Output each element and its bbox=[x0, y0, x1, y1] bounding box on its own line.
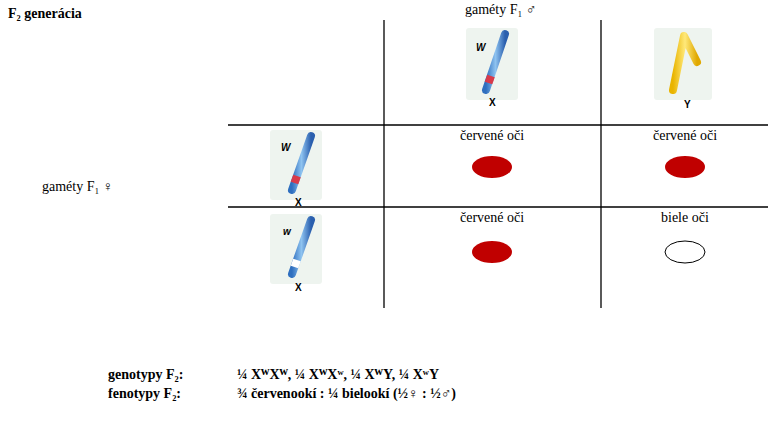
allele-label: W bbox=[476, 42, 485, 54]
genotype-ratio: ¼ XᵂXᵂ, ¼ XᵂXʷ, ¼ XᵂY, ¼ XʷY bbox=[237, 367, 439, 383]
phenotype-cell: červené oči bbox=[460, 210, 524, 226]
phenotype-cell: červené oči bbox=[653, 128, 717, 144]
chromosome-label: Y bbox=[684, 99, 691, 111]
column-heading: gaméty F₁ ♂ bbox=[465, 2, 536, 18]
phenotype-cell: biele oči bbox=[661, 210, 709, 226]
chromosome-label: X bbox=[295, 197, 302, 209]
row-caption: genotypy F₂: bbox=[108, 367, 183, 383]
diagram-title: F₂ generácia bbox=[8, 6, 82, 22]
phenotype-ratio: ¾ červenookí : ¼ bielookí (½♀ : ½♂) bbox=[237, 386, 456, 402]
allele-label: w bbox=[283, 226, 291, 238]
row-caption: fenotypy F₂: bbox=[108, 386, 181, 402]
row-heading: gaméty F₁ ♀ bbox=[42, 179, 113, 195]
chromosome-label: X bbox=[295, 282, 302, 294]
allele-label: W bbox=[281, 142, 290, 154]
phenotype-cell: červené oči bbox=[460, 128, 524, 144]
chromosome-label: X bbox=[489, 97, 496, 109]
